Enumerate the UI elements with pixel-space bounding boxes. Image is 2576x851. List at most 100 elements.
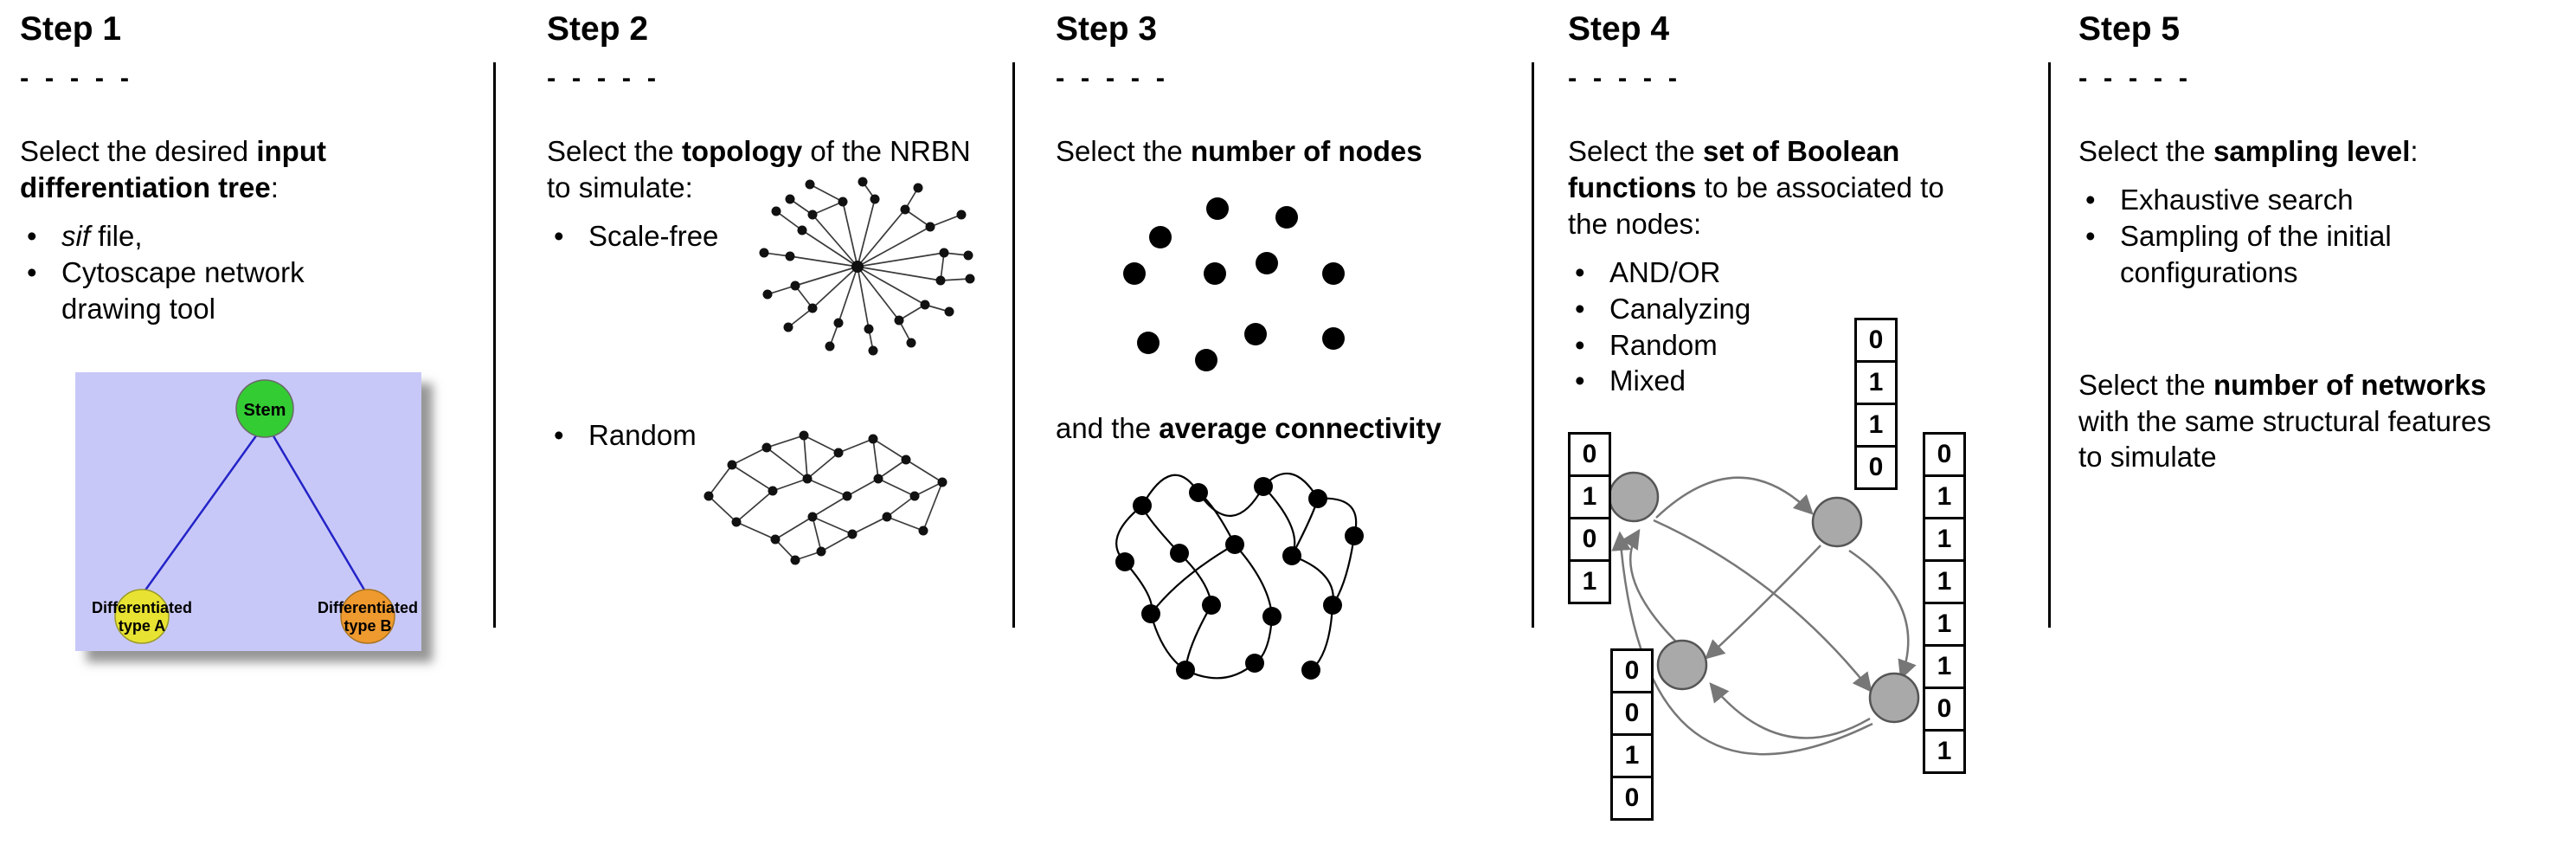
bullet-sampling-initial-configurations: •Sampling of the initial configurations	[2078, 218, 2572, 291]
bullet-text: Sampling of the initial configurations	[2120, 219, 2392, 288]
step-4-intro: Select the set of Boolean functions to b…	[1568, 133, 1968, 242]
bullet-text: Random	[1609, 328, 1718, 361]
truth-table-cell: 0	[1610, 776, 1654, 821]
truth-table-cell: 1	[1568, 474, 1611, 519]
divider-3	[1532, 62, 1534, 628]
differentiated-a-label-line1: Differentiated	[92, 599, 192, 616]
truth-table-top: 0 1 1 0	[1854, 318, 1898, 490]
truth-table-cell: 1	[1923, 559, 1966, 604]
truth-table-cell: 1	[1854, 360, 1898, 405]
step-5-intro: Select the sampling level:	[2078, 133, 2572, 170]
scale-free-nodes	[759, 177, 975, 356]
truth-table-cell: 1	[1923, 729, 1966, 774]
truth-table-cell: 1	[1610, 733, 1654, 778]
intro-text: Select the desired	[20, 135, 257, 167]
bullet-text: Scale-free	[588, 219, 719, 252]
boolean-network-nodes	[1608, 471, 1920, 724]
network-node-1	[1608, 471, 1660, 523]
step-2-title: Step 2	[547, 10, 649, 48]
step-1-title: Step 1	[20, 10, 122, 48]
intro-text: :	[2410, 135, 2419, 167]
differentiation-tree-svg: Stem Differentiated type A Differentiate…	[92, 379, 418, 644]
bullet-marker: •	[2085, 183, 2096, 216]
bullet-text: Exhaustive search	[2120, 183, 2354, 216]
bullet-marker: •	[1575, 328, 1585, 361]
connectivity-tangle-figure	[1095, 462, 1380, 709]
intro-text: Select the	[1056, 135, 1191, 167]
truth-table-cell: 1	[1854, 403, 1898, 448]
bullet-marker: •	[27, 255, 37, 288]
step-1-panel: Step 1 - - - - - Select the desired inpu…	[20, 0, 491, 651]
bullet-text: Canalyzing	[1609, 292, 1751, 325]
differentiated-b-label-line1: Differentiated	[318, 599, 418, 616]
truth-table-left: 0 1 0 1	[1568, 432, 1611, 604]
intro-bold: average connectivity	[1159, 412, 1442, 444]
differentiated-a-node	[114, 589, 170, 644]
step-3-title: Step 3	[1056, 10, 1158, 48]
bullet-random-functions: • Random	[1568, 327, 2044, 364]
bullet-mixed: • Mixed	[1568, 363, 2044, 399]
step-1-dashes: - - - - -	[20, 62, 134, 93]
intro-text: to be associated to the nodes:	[1568, 171, 1944, 240]
stem-node	[235, 379, 294, 438]
scale-free-network-figure	[726, 173, 977, 359]
divider-2	[1012, 62, 1015, 628]
scale-free-edges	[763, 181, 971, 351]
bullet-marker: •	[1575, 364, 1585, 397]
truth-table-cell: 1	[1923, 644, 1966, 689]
dot-nodes	[1123, 197, 1345, 371]
step-3-intro2: and the average connectivity	[1056, 410, 1442, 447]
network-node-3	[1656, 639, 1708, 691]
truth-table-cell: 1	[1568, 559, 1611, 604]
intro-bold: sampling level	[2213, 135, 2411, 167]
stem-label: Stem	[244, 401, 286, 420]
bullet-marker: •	[1575, 255, 1585, 288]
bullet-canalyzing: •Canalyzing	[1568, 291, 2044, 327]
bullet-and-or: •AND/OR	[1568, 255, 2044, 291]
random-network-edges	[708, 435, 943, 561]
intro-bold: set of Boolean functions	[1568, 135, 1900, 203]
truth-table-cell: 0	[1610, 691, 1654, 736]
differentiated-a-label-line2: type A	[119, 617, 165, 635]
intro-text: Select the	[1568, 135, 1703, 167]
intro-bold: number of nodes	[1190, 135, 1423, 167]
bullet-scale-free: •Scale-free	[547, 218, 992, 255]
divider-1	[493, 62, 496, 628]
outro-text: Select the	[2078, 368, 2213, 401]
truth-table-cell: 0	[1923, 432, 1966, 477]
random-network-figure	[693, 403, 953, 571]
step-5-outro: Select the number of networks with the s…	[2078, 367, 2498, 476]
step-2-bullet-list: •Scale-free •Random	[547, 218, 992, 454]
tree-edge-right	[271, 434, 367, 592]
bullet-text: Mixed	[1609, 364, 1686, 397]
truth-table-cell: 0	[1568, 517, 1611, 562]
step-4-bullet-list: •AND/OR •Canalyzing •Random •Mixed	[1568, 255, 2044, 400]
intro-bold: input differentiation tree	[20, 135, 326, 203]
step-5-dashes: - - - - -	[2078, 62, 2193, 93]
truth-table-cell: 0	[1854, 445, 1898, 490]
outro-text: with the same structural features to sim…	[2078, 404, 2491, 474]
bullet-exhaustive-search: • Exhaustive search	[2078, 182, 2572, 218]
outro-bold: number of networks	[2213, 368, 2487, 401]
bullet-text: Cytoscape network drawing tool	[61, 255, 305, 325]
boolean-network-figure: 0 1 0 1 0 1 1 0 0 0 1 0 0 1 1 1	[1557, 310, 1989, 847]
network-node-2	[1811, 496, 1863, 548]
tangle-nodes	[1115, 477, 1364, 680]
intro-text: and the	[1056, 412, 1160, 444]
truth-table-cell: 1	[1923, 602, 1966, 647]
bullet-random: •Random	[547, 417, 992, 454]
intro-text: :	[270, 171, 279, 203]
step-5-panel: Step 5 - - - - - Select the sampling lev…	[2078, 0, 2572, 475]
intro-text: of the NRBN to simulate:	[547, 135, 971, 203]
step-4-title: Step 4	[1568, 10, 1670, 48]
step-4-panel: Step 4 - - - - - Select the set of Boole…	[1568, 0, 2044, 821]
step-2-panel: Step 2 - - - - - Select the topology of …	[547, 0, 992, 565]
step-2-dashes: - - - - -	[547, 62, 661, 93]
truth-table-bottom-left: 0 0 1 0	[1610, 648, 1654, 821]
truth-table-cell: 0	[1568, 432, 1611, 477]
intro-text: Select the	[2078, 135, 2213, 167]
step-5-title: Step 5	[2078, 10, 2181, 48]
bullet-sif-file: •sif file,	[20, 218, 401, 255]
step-1-intro: Select the desired input differentiation…	[20, 133, 491, 206]
truth-table-cell: 0	[1610, 648, 1654, 693]
